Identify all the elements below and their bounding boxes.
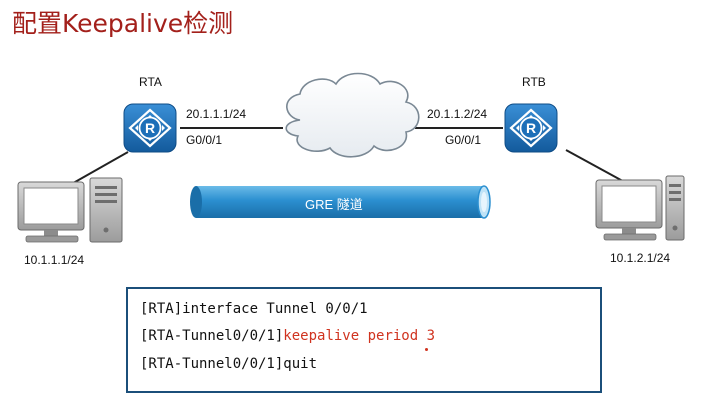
command-line: [RTA-Tunnel0/0/1]quit	[140, 356, 317, 372]
command-line: [RTA]interface Tunnel 0/0/1	[140, 301, 368, 317]
rta-port-label: G0/0/1	[186, 133, 223, 147]
command-text: [RTA-Tunnel0/0/1]	[140, 328, 284, 344]
router-icon: R	[504, 103, 558, 153]
svg-text:R: R	[526, 120, 536, 136]
command-highlight: keepalive period 3	[283, 328, 436, 344]
page-title: 配置Keepalive检测	[12, 9, 234, 38]
svg-text:R: R	[145, 120, 155, 136]
router-name-rtb: RTB	[522, 75, 546, 89]
rta-ip-label: 20.1.1.1/24	[186, 107, 247, 121]
command-text: [RTA]interface Tunnel 0/0/1	[140, 301, 368, 317]
host-right-ip: 10.1.2.1/24	[610, 251, 671, 265]
links	[67, 127, 631, 187]
router-name-rta: RTA	[139, 75, 162, 89]
command-box: [RTA]interface Tunnel 0/0/1 [RTA-Tunnel0…	[126, 287, 602, 393]
rtb-ip-label: 20.1.1.2/24	[427, 107, 488, 121]
pc-icon	[595, 175, 685, 241]
host-left-ip: 10.1.1.1/24	[24, 253, 85, 267]
gre-tunnel	[190, 185, 491, 219]
command-text: [RTA-Tunnel0/0/1]quit	[140, 356, 318, 372]
pc-icon	[17, 177, 123, 243]
cloud-icon	[285, 72, 420, 158]
tunnel-label: GRE 隧道	[305, 197, 363, 212]
rtb-port-label: G0/0/1	[445, 133, 482, 147]
command-line: [RTA-Tunnel0/0/1]keepalive period 3	[140, 328, 435, 344]
link-pc-left-rta	[67, 151, 129, 187]
link-rtb-pc-right	[565, 149, 631, 186]
router-icon: R	[123, 103, 177, 153]
marker-dot	[425, 348, 428, 351]
